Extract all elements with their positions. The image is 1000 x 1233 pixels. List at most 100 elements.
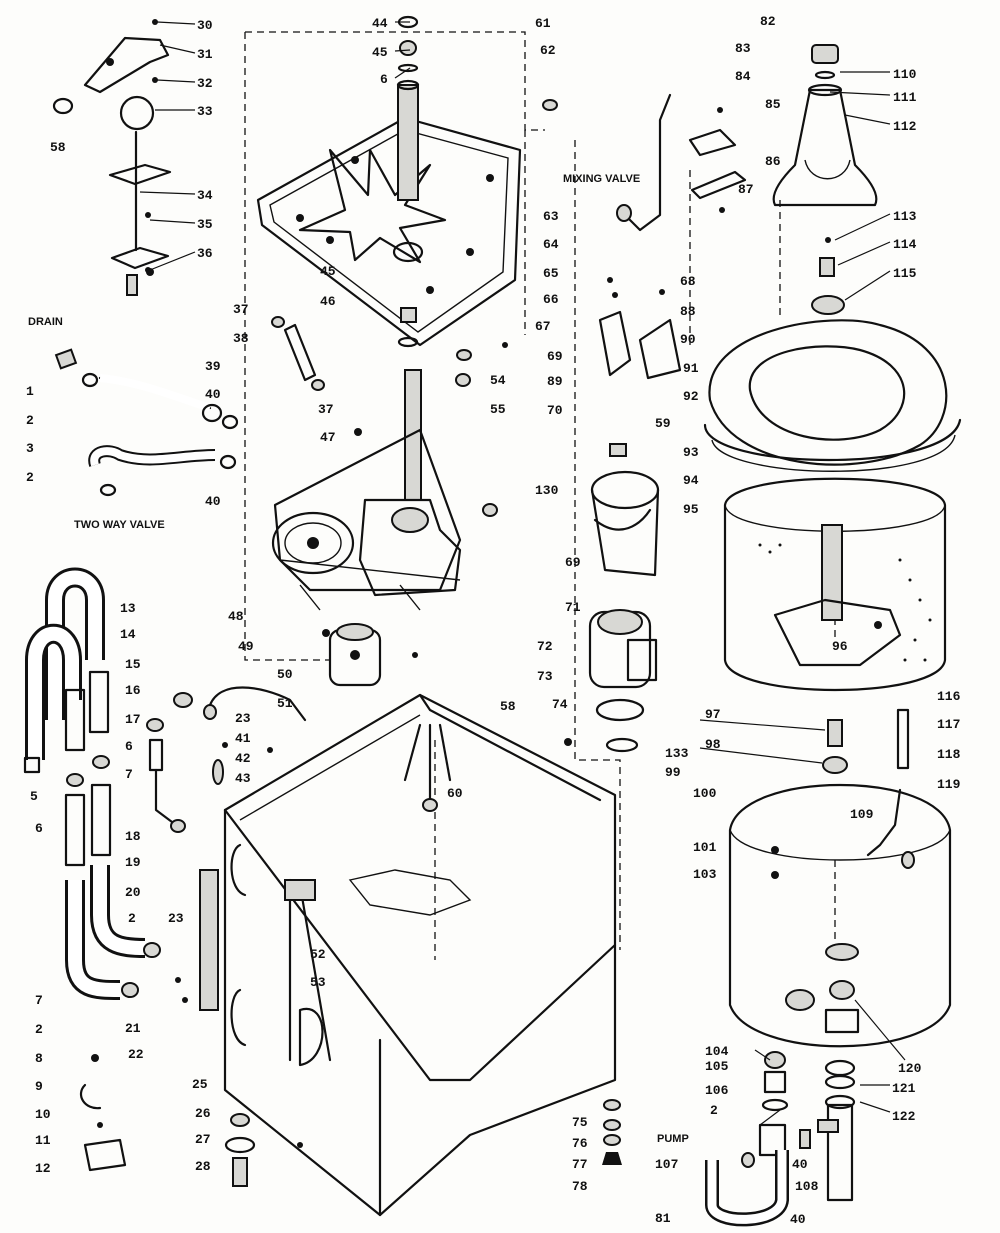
callout-96: 96 [832,639,848,654]
callout-89: 89 [547,374,563,389]
callout-78: 78 [572,1179,588,1194]
callout-47: 47 [320,430,336,445]
callout-118: 118 [937,747,961,762]
callout-35: 35 [197,217,213,232]
callout-9: 9 [35,1079,43,1094]
callout-5: 5 [30,789,38,804]
callout-40: 40 [792,1157,808,1172]
callout-54: 54 [490,373,506,388]
callout-21: 21 [125,1021,141,1036]
callout-73: 73 [537,669,553,684]
callout-23: 23 [235,711,251,726]
callout-7: 7 [125,767,133,782]
tub-cover-ring [703,319,962,472]
callout-93: 93 [683,445,699,460]
callout-40: 40 [205,494,221,509]
callout-130: 130 [535,483,559,498]
callout-106: 106 [705,1083,729,1098]
callout-60: 60 [447,786,463,801]
callout-41: 41 [235,731,251,746]
callout-69: 69 [547,349,563,364]
mixing-valve-brackets [598,93,747,380]
callout-119: 119 [937,777,961,792]
transmission-gearcase [271,369,462,687]
callout-110: 110 [893,67,917,82]
callout-121: 121 [892,1081,916,1096]
callout-2: 2 [26,413,34,428]
callout-108: 108 [795,1179,819,1194]
callout-37: 37 [233,302,249,317]
callout-44: 44 [372,16,388,31]
callout-40: 40 [205,387,221,402]
callout-38: 38 [233,331,249,346]
callout-133: 133 [665,746,689,761]
callout-86: 86 [765,154,781,169]
callout-103: 103 [693,867,717,882]
callout-26: 26 [195,1106,211,1121]
callout-99: 99 [665,765,681,780]
callout-77: 77 [572,1157,588,1172]
callout-6: 6 [380,72,388,87]
callout-3: 3 [26,441,34,456]
callout-42: 42 [235,751,251,766]
callout-40: 40 [790,1212,806,1227]
callout-34: 34 [197,188,213,203]
note-pump: PUMP [657,1133,689,1145]
cabinet-frame [199,693,617,1217]
callout-87: 87 [738,182,754,197]
transmission-top-plate [256,15,522,348]
assembly-guide-lines [244,31,836,960]
callout-90: 90 [680,332,696,347]
callout-64: 64 [543,237,559,252]
callout-25: 25 [192,1077,208,1092]
callout-6: 6 [35,821,43,836]
callout-16: 16 [125,683,141,698]
callout-18: 18 [125,829,141,844]
callout-1: 1 [26,384,34,399]
callout-8: 8 [35,1051,43,1066]
callout-82: 82 [760,14,776,29]
callout-55: 55 [490,402,506,417]
callout-70: 70 [547,403,563,418]
pump-assembly [602,1051,856,1227]
callout-71: 71 [565,600,581,615]
callout-100: 100 [693,786,717,801]
lid-switch-bracket [52,19,172,296]
callout-11: 11 [35,1133,51,1148]
callout-107: 107 [655,1157,678,1172]
callout-7: 7 [35,993,43,1008]
callout-51: 51 [277,696,293,711]
callout-2: 2 [710,1103,718,1118]
callout-115: 115 [893,266,917,281]
callout-20: 20 [125,885,141,900]
callout-105: 105 [705,1059,729,1074]
callout-52: 52 [310,947,326,962]
fasteners [79,99,665,1187]
outer-tub [728,708,952,1048]
callout-45: 45 [372,45,388,60]
callout-113: 113 [893,209,917,224]
callout-76: 76 [572,1136,588,1151]
callout-74: 74 [552,697,568,712]
callout-39: 39 [205,359,221,374]
note-drain: DRAIN [28,316,63,328]
callout-101: 101 [693,840,717,855]
callout-31: 31 [197,47,213,62]
callout-98: 98 [705,737,721,752]
callout-28: 28 [195,1159,211,1174]
callout-50: 50 [277,667,293,682]
callout-23: 23 [168,911,184,926]
callout-33: 33 [197,104,213,119]
callout-6: 6 [125,739,133,754]
callout-81: 81 [655,1211,671,1226]
callout-48: 48 [228,609,244,624]
callout-68: 68 [680,274,696,289]
callout-109: 109 [850,807,874,822]
agitator [772,44,878,315]
callout-36: 36 [197,246,213,261]
callout-45: 45 [320,264,336,279]
callout-94: 94 [683,473,699,488]
callout-13: 13 [120,601,136,616]
